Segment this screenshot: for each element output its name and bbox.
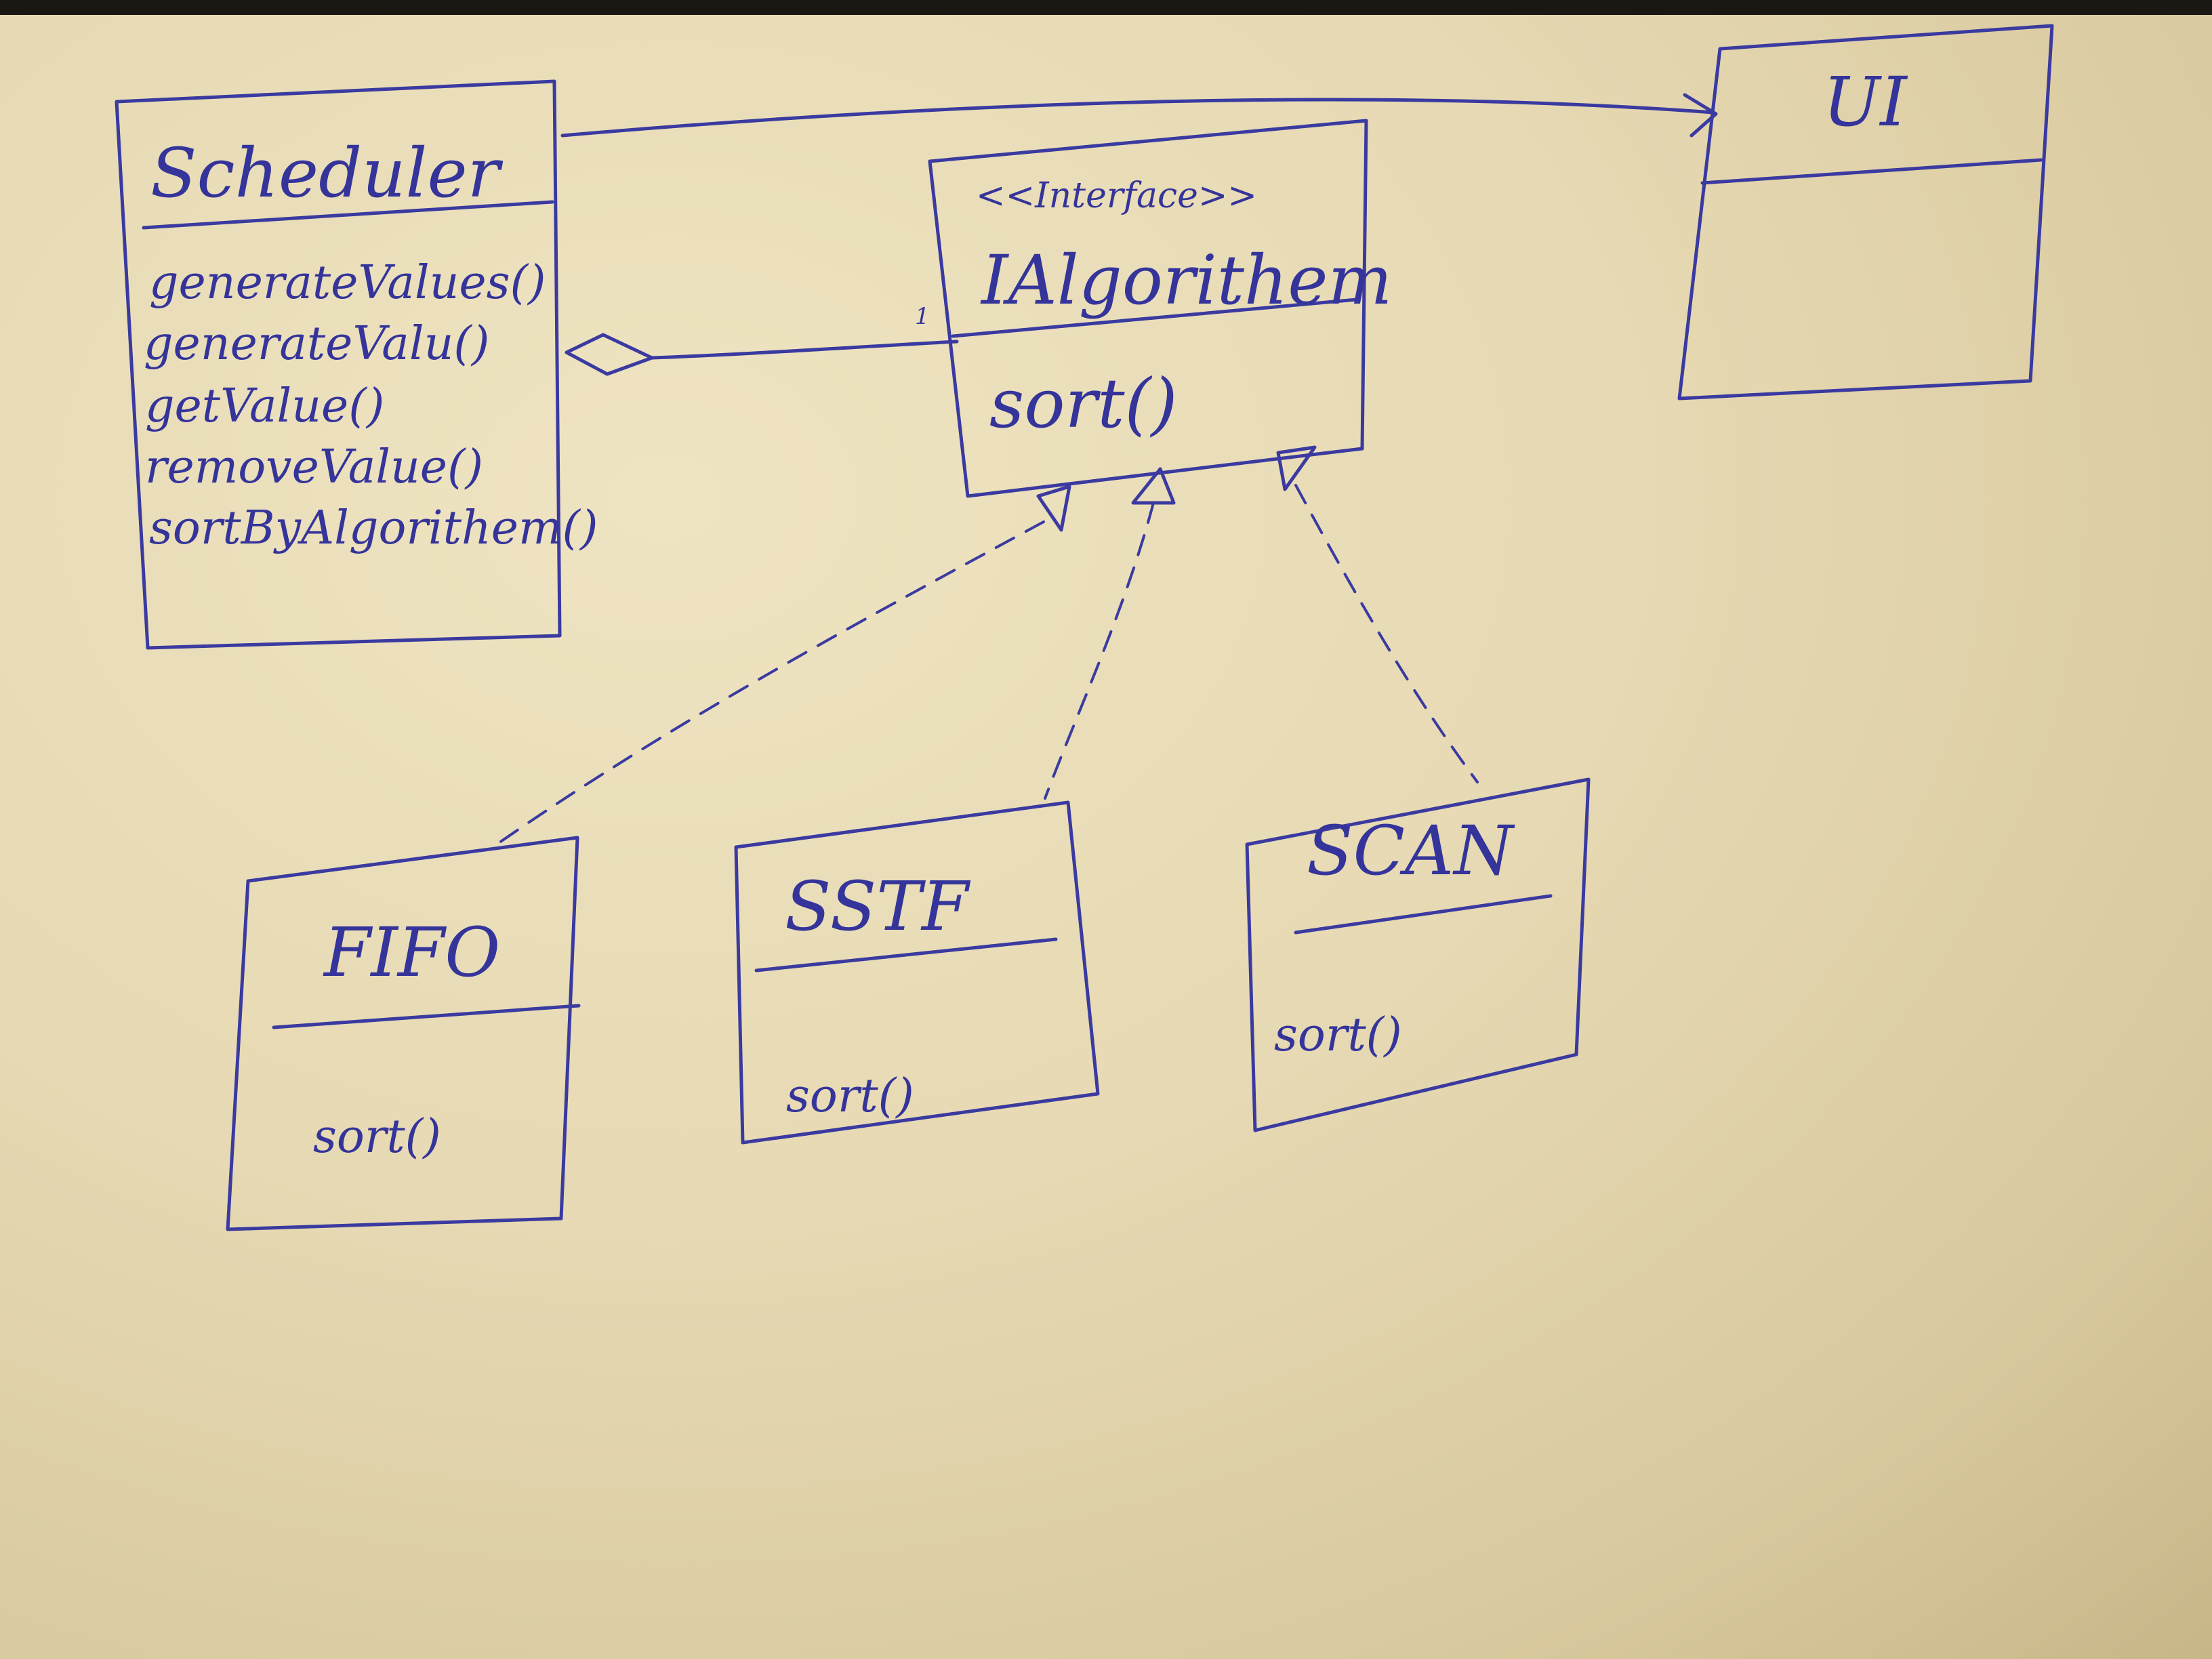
scheduler-op-5: sortByAlgorithem() [149, 501, 598, 555]
realization-arrowhead-fifo [1036, 485, 1071, 532]
interface-divider [951, 298, 1359, 338]
sstf-op: sort() [786, 1069, 914, 1123]
interface-ialgorithem: <<Interface>> IAlgorithem sort() [928, 119, 1392, 498]
association-arrowhead [1683, 93, 1718, 138]
fifo-op: sort() [313, 1110, 441, 1164]
realization-line-sstf [1044, 501, 1155, 800]
class-sstf: SSTF sort() [734, 800, 1100, 1145]
aggregation-multiplicity: 1 [915, 303, 930, 330]
scheduler-name: Scheduler [150, 134, 504, 213]
interface-box [928, 119, 1368, 498]
aggregation-scheduler-ialgorithem: 1 [565, 303, 959, 376]
aggregation-line [650, 340, 959, 360]
class-ui: UI [1677, 24, 2054, 401]
scan-divider [1294, 894, 1553, 935]
scheduler-op-3: getValue() [145, 380, 384, 433]
sstf-box [734, 800, 1100, 1145]
fifo-divider [272, 1004, 581, 1029]
fifo-box [226, 836, 579, 1231]
scheduler-box [115, 79, 562, 650]
ui-name: UI [1823, 62, 1908, 142]
scan-box [1245, 777, 1591, 1132]
ui-box [1677, 24, 2054, 401]
ui-divider [1700, 158, 2043, 185]
fifo-name: FIFO [323, 913, 500, 992]
class-scan: SCAN sort() [1245, 777, 1591, 1132]
realization-line-fifo [493, 520, 1045, 847]
scan-op: sort() [1274, 1008, 1402, 1062]
scheduler-op-1: generateValues() [149, 256, 546, 310]
aggregation-diamond [565, 333, 654, 376]
sstf-name: SSTF [785, 867, 971, 946]
table-edge [0, 0, 2212, 15]
scheduler-divider [142, 200, 554, 230]
scheduler-op-4: removeValue() [145, 441, 483, 494]
scheduler-op-2: generateValu() [144, 317, 489, 371]
association-line [560, 98, 1715, 138]
realization-arrowhead-scan [1276, 445, 1317, 491]
interface-op: sort() [989, 364, 1178, 443]
class-scheduler: Scheduler generateValues() generateValu(… [115, 79, 598, 650]
interface-name: IAlgorithem [980, 241, 1392, 320]
sstf-divider [754, 937, 1058, 972]
interface-stereotype: <<Interface>> [976, 176, 1257, 216]
association-scheduler-ui [560, 93, 1718, 138]
scan-name: SCAN [1307, 811, 1515, 890]
realization-line-scan [1294, 484, 1479, 783]
class-fifo: FIFO sort() [226, 836, 581, 1231]
